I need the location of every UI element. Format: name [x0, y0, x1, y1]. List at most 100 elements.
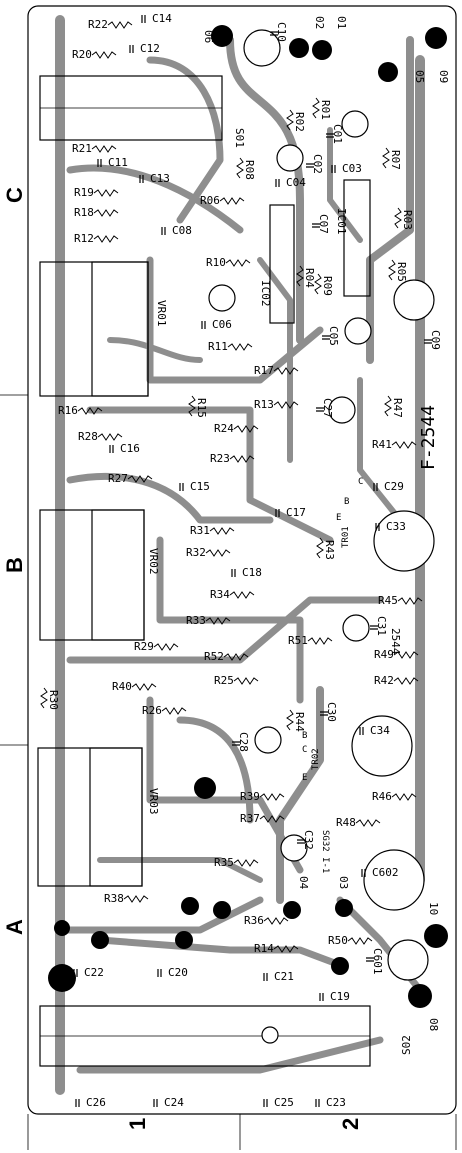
resistor-label: R49 — [374, 648, 394, 661]
capacitor-c19: C19 — [319, 990, 350, 1003]
resistor-label: R02 — [293, 112, 306, 132]
resistor-label: R52 — [204, 650, 224, 663]
capacitor-symbol — [179, 483, 184, 491]
resistor-r06: R06 — [200, 194, 245, 207]
capacitor-symbol — [231, 569, 236, 577]
terminal-02: 02 — [313, 16, 326, 29]
capacitor-label: C05 — [327, 326, 340, 346]
resistor-r35: R35 — [214, 856, 259, 869]
capacitor-label: C10 — [275, 22, 288, 42]
capacitor-symbol — [375, 523, 380, 531]
capacitor-c32: C32 — [297, 830, 315, 850]
svg-text:B: B — [344, 497, 349, 507]
capacitor-symbol — [97, 159, 102, 167]
resistor-label: R31 — [190, 524, 210, 537]
board-outline — [27, 5, 457, 1115]
resistor-symbol — [209, 527, 235, 535]
capacitor-symbol — [275, 509, 280, 517]
capacitor-symbol — [361, 869, 366, 877]
resistor-symbol — [205, 617, 231, 625]
resistor-label: R16 — [58, 404, 78, 417]
capacitor-label: C33 — [386, 520, 406, 533]
capacitor-label: C27 — [321, 398, 334, 418]
resistor-symbol — [347, 937, 373, 945]
resistor-label: R37 — [240, 812, 260, 825]
capacitor-c34: C34 — [359, 724, 390, 737]
capacitor-c16: C16 — [109, 442, 140, 455]
ic-ic01: IC01 — [335, 179, 371, 297]
capacitor-c18: C18 — [231, 566, 262, 579]
resistor-r14: R14 — [254, 942, 299, 955]
capacitor-symbol — [312, 223, 320, 228]
resistor-label: R21 — [72, 142, 92, 155]
capacitor-symbol — [373, 483, 378, 491]
capacitor-label: C07 — [317, 214, 330, 234]
svg-text:C: C — [358, 477, 363, 487]
capacitor-label: C08 — [172, 224, 192, 237]
resistor-label: R24 — [214, 422, 234, 435]
resistor-r28: R28 — [78, 430, 123, 443]
resistor-label: R36 — [244, 914, 264, 927]
resistor-label: R03 — [401, 210, 414, 230]
capacitor-c22: C22 — [73, 966, 104, 979]
capacitor-symbol — [75, 1099, 80, 1107]
resistor-r41: R41 — [372, 438, 417, 451]
capacitor-c20: C20 — [157, 966, 188, 979]
resistor-r52: R52 — [204, 650, 249, 663]
resistor-label: R42 — [374, 674, 394, 687]
resistor-r34: R34 — [210, 588, 255, 601]
resistor-label: R26 — [142, 704, 162, 717]
capacitor-label: C01 — [331, 124, 344, 144]
capacitor-symbol — [201, 321, 206, 329]
resistor-r12: R12 — [74, 232, 119, 245]
resistor-label: R47 — [391, 398, 404, 418]
resistor-symbol — [273, 367, 299, 375]
resistor-r42: R42 — [374, 674, 419, 687]
capacitor-c04: C04 — [275, 176, 306, 189]
resistor-symbol — [233, 677, 259, 685]
resistor-label: R34 — [210, 588, 230, 601]
resistor-label: R44 — [293, 712, 306, 732]
capacitor-c24: C24 — [153, 1096, 184, 1109]
capacitor-symbol — [139, 175, 144, 183]
socket-s02: S02 — [39, 1005, 413, 1067]
capacitor-label: C03 — [342, 162, 362, 175]
capacitor-label: C22 — [84, 966, 104, 979]
transistor-tr01: TR01 B C E — [336, 477, 363, 548]
terminal-09: 09 — [437, 70, 450, 83]
terminal-08: 08 — [427, 1018, 440, 1031]
capacitor-c02: C02 — [306, 154, 324, 174]
capacitor-symbol — [270, 31, 278, 36]
resistor-r01: R01 — [312, 97, 332, 120]
resistor-label: R19 — [74, 186, 94, 199]
capacitor-symbol — [73, 969, 78, 977]
resistor-symbol — [233, 859, 259, 867]
resistor-r29: R29 — [134, 640, 179, 653]
resistor-r03: R03 — [394, 207, 414, 230]
resistor-label: R01 — [319, 100, 332, 120]
capacitor-label: C17 — [286, 506, 306, 519]
resistor-symbol — [77, 407, 103, 415]
resistor-symbol — [391, 793, 417, 801]
resistor-label: R35 — [214, 856, 234, 869]
capacitor-c27: C27 — [316, 398, 334, 418]
pot-vr01: VR01 — [39, 261, 168, 397]
terminal-01: 01 — [335, 16, 348, 29]
capacitor-label: C15 — [190, 480, 210, 493]
capacitor-c31: C31 — [370, 616, 388, 636]
resistor-symbol — [229, 455, 255, 463]
resistor-label: R43 — [323, 540, 336, 560]
capacitor-label: C19 — [330, 990, 350, 1003]
resistor-label: R17 — [254, 364, 274, 377]
resistor-r46: R46 — [372, 790, 417, 803]
resistor-symbol — [205, 549, 231, 557]
svg-text:IC02: IC02 — [259, 280, 272, 307]
resistor-symbol — [394, 207, 402, 229]
capacitor-label: C30 — [325, 702, 338, 722]
resistor-symbol — [286, 109, 294, 131]
capacitor-symbol — [424, 339, 432, 344]
capacitor-symbol — [153, 1099, 158, 1107]
resistor-label: R25 — [214, 674, 234, 687]
capacitor-label: C28 — [237, 732, 250, 752]
